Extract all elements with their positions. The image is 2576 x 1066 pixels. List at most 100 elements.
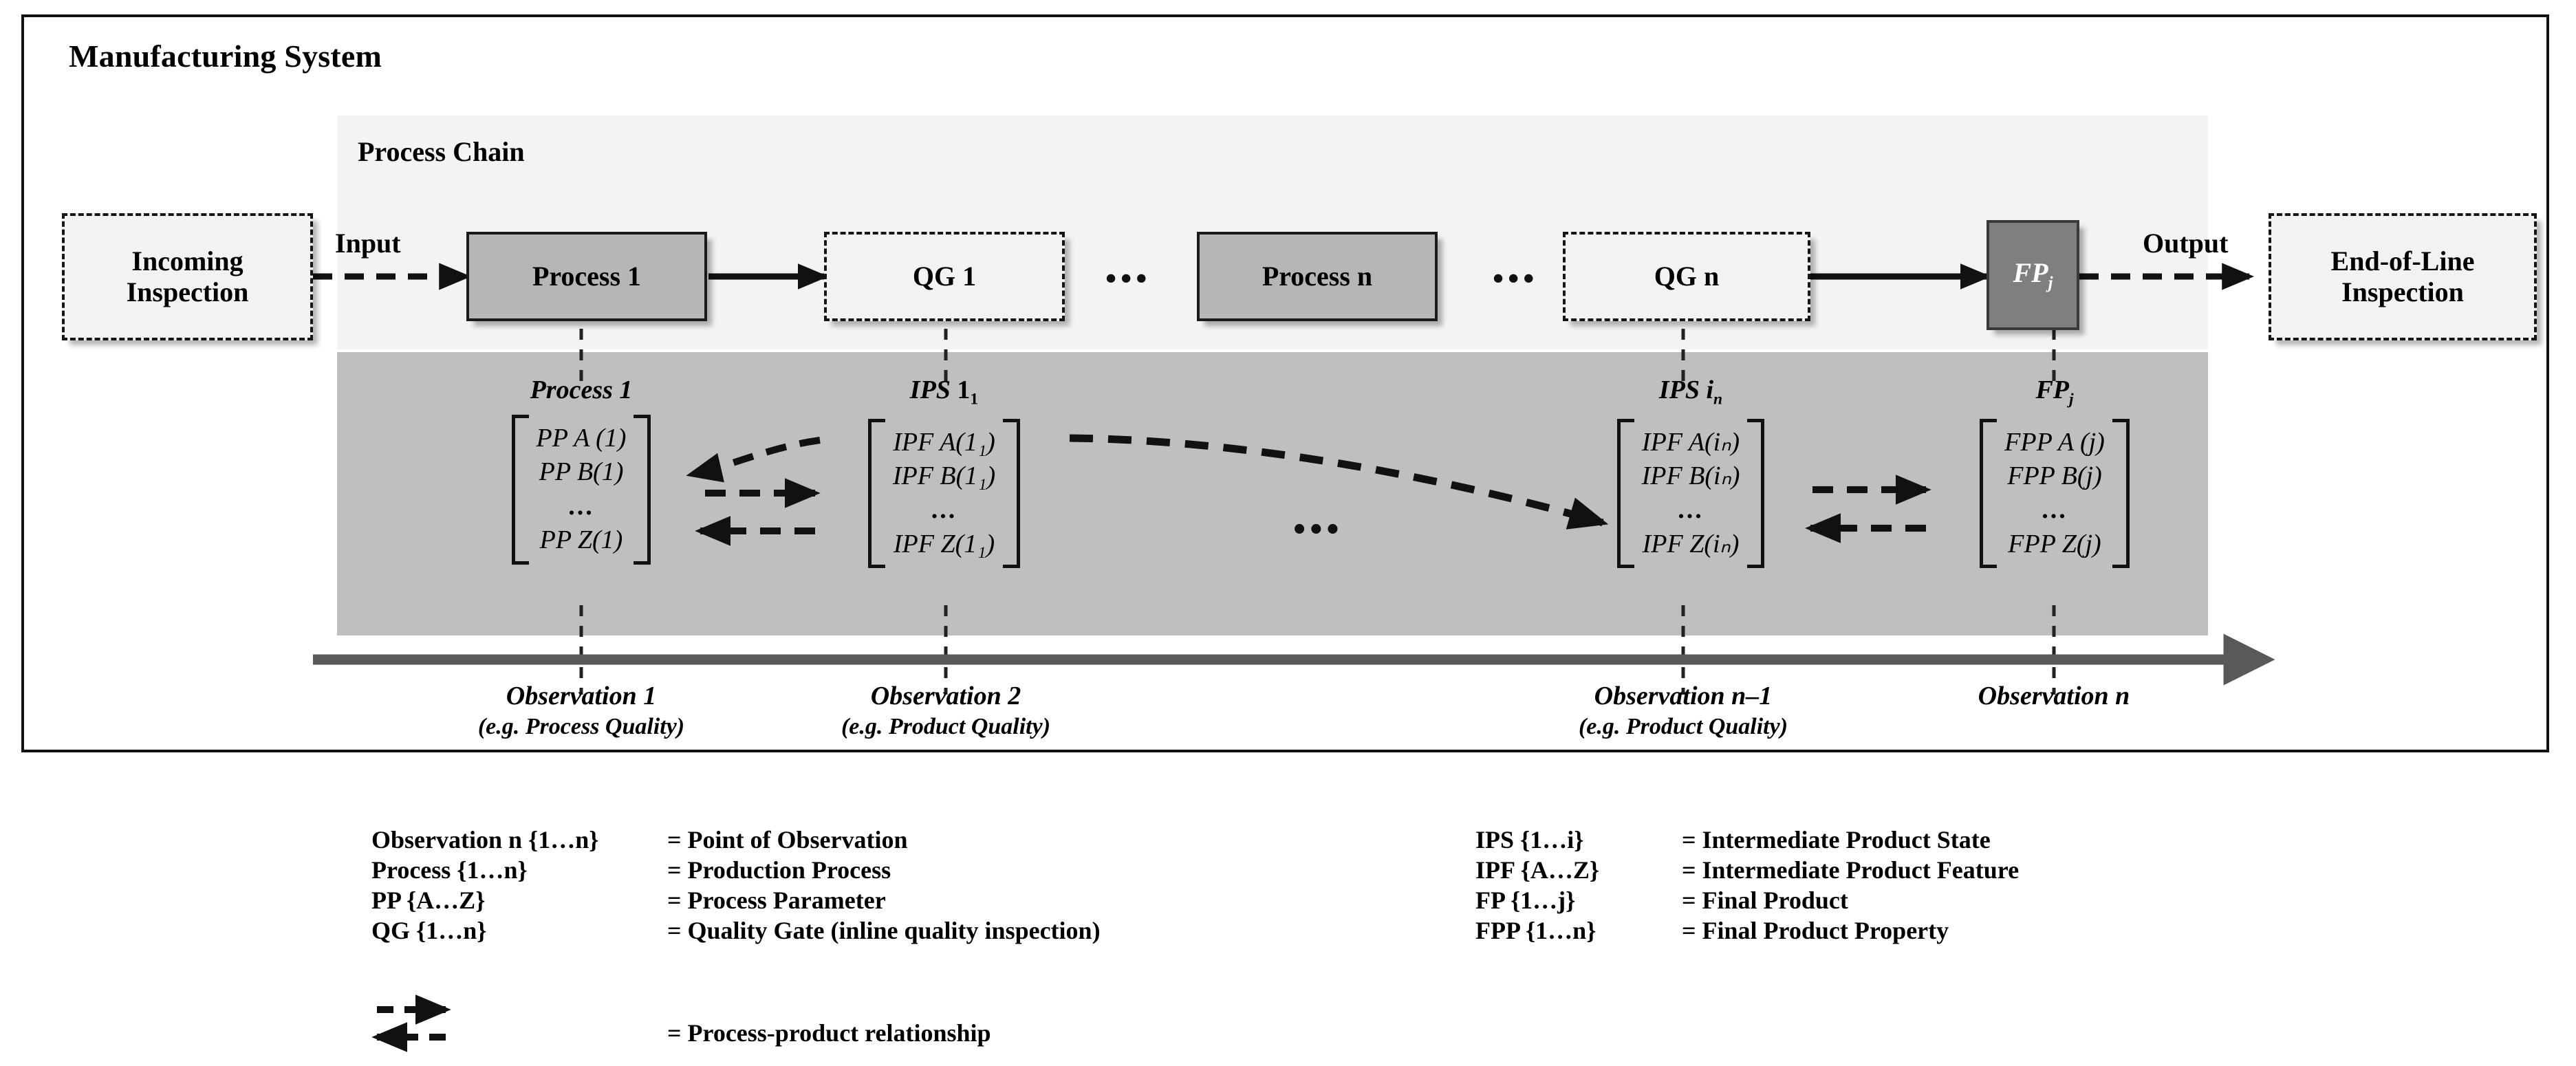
legend-value: = Process-product relationship xyxy=(667,1019,991,1047)
legend-item: FPP {1…n} = Final Product Property xyxy=(1475,916,2019,946)
end-of-line-line1: End-of-Line xyxy=(2330,245,2475,276)
ips-1-matrix-title-main: IPS xyxy=(909,376,951,404)
matrix-center-ellipsis: ••• xyxy=(1293,510,1343,549)
observation-1-caption: Observation 1 (e.g. Process Quality) xyxy=(416,681,746,740)
qg-n-box[interactable]: QG n xyxy=(1563,232,1810,321)
end-of-line-inspection-box[interactable]: End-of-Line Inspection xyxy=(2269,213,2537,340)
observation-n-1-example: (e.g. Product Quality) xyxy=(1578,714,1788,739)
legend-item: IPS {1…i} = Intermediate Product State xyxy=(1475,825,2019,856)
matrix-row: PP A (1) xyxy=(536,424,627,453)
legend-value: = Process Parameter xyxy=(667,886,886,914)
process-1-label: Process 1 xyxy=(532,260,642,292)
legend-value: = Quality Gate (inline quality inspectio… xyxy=(667,917,1101,944)
legend-item: PP {A…Z} = Process Parameter xyxy=(371,886,1101,916)
ips-in-matrix: IPF A(iₙ) IPF B(iₙ) ... IPF Z(iₙ) xyxy=(1616,418,1765,569)
legend-key: QG {1…n} xyxy=(371,917,487,944)
matrix-row: FPP B(j) xyxy=(2007,461,2102,490)
legend-item: Process {1…n} = Production Process xyxy=(371,856,1101,886)
incoming-inspection-box[interactable]: Incoming Inspection xyxy=(62,213,313,340)
fp-j-matrix: FPP A (j) FPP B(j) ... FPP Z(j) xyxy=(1980,418,2130,569)
process-1-box[interactable]: Process 1 xyxy=(466,232,707,321)
legend-value: = Final Product xyxy=(1682,886,1848,914)
process-n-box[interactable]: Process n xyxy=(1197,232,1438,321)
legend-value: = Point of Observation xyxy=(667,826,908,853)
process-1-matrix-title-index: 1 xyxy=(619,376,633,404)
ips-in-matrix-group: IPS in IPF A(iₙ) IPF B(iₙ) ... IPF Z(iₙ) xyxy=(1574,375,1808,568)
ips-1-matrix: IPF A(1₁) IPF B(1₁) ... IPF Z(1₁) xyxy=(867,418,1021,569)
manufacturing-system-title: Manufacturing System xyxy=(69,39,382,74)
legend-item: = Process-product relationship xyxy=(371,1006,991,1047)
matrix-row: IPF A(1₁) xyxy=(893,427,995,457)
legend-key: Process {1…n} xyxy=(371,856,528,884)
legend-value: = Production Process xyxy=(667,856,891,884)
qg-1-box[interactable]: QG 1 xyxy=(824,232,1065,321)
legend-relationship-row: = Process-product relationship xyxy=(371,1006,991,1047)
matrix-row: FPP A (j) xyxy=(2004,427,2105,457)
matrix-row-ellipsis: ... xyxy=(2042,495,2068,525)
ips-in-matrix-title-main: IPS xyxy=(1658,376,1700,404)
process-1-matrix: PP A (1) PP B(1) ... PP Z(1) xyxy=(511,415,651,565)
process-1-matrix-group: Process 1 PP A (1) PP B(1) ... PP Z(1) xyxy=(440,375,722,565)
input-label: Input xyxy=(335,228,401,259)
legend-right-column: IPS {1…i} = Intermediate Product State I… xyxy=(1475,825,2019,946)
fp-j-label: FP xyxy=(2013,257,2048,288)
fp-j-box[interactable]: FPj xyxy=(1987,220,2079,330)
observation-n-name: Observation n xyxy=(1978,682,2130,710)
ips-1-matrix-title-sub: 1 xyxy=(970,390,979,409)
ips-1-matrix-title: IPS 11 xyxy=(815,375,1073,409)
end-of-line-line2: Inspection xyxy=(2341,276,2464,307)
observation-n-1-caption: Observation n–1 (e.g. Product Quality) xyxy=(1518,681,1848,740)
matrix-row-ellipsis: ... xyxy=(1678,495,1704,525)
observation-n-1-name: Observation n–1 xyxy=(1594,682,1773,710)
fp-j-matrix-title-main: FP xyxy=(2035,376,2069,404)
matrix-row-ellipsis: ... xyxy=(931,495,957,525)
fp-j-matrix-title: FPj xyxy=(1941,375,2168,409)
legend-key: FP {1…j} xyxy=(1475,886,1576,914)
qg-n-label: QG n xyxy=(1654,260,1720,292)
legend-item: Observation n {1…n} = Point of Observati… xyxy=(371,825,1101,856)
legend-value: = Intermediate Product State xyxy=(1682,826,1991,853)
ips-in-matrix-title-sub: n xyxy=(1713,390,1723,409)
matrix-row-ellipsis: ... xyxy=(568,491,594,521)
ips-in-matrix-title: IPS in xyxy=(1574,375,1808,409)
chain-ellipsis-1: ••• xyxy=(1105,261,1151,296)
matrix-row: FPP Z(j) xyxy=(2008,529,2101,558)
legend-item: QG {1…n} = Quality Gate (inline quality … xyxy=(371,916,1101,946)
observation-1-example: (e.g. Process Quality) xyxy=(477,714,685,739)
observation-2-caption: Observation 2 (e.g. Product Quality) xyxy=(781,681,1111,740)
ips-in-matrix-title-index: i xyxy=(1706,376,1714,404)
matrix-row: IPF B(1₁) xyxy=(892,461,996,490)
legend-left-column: Observation n {1…n} = Point of Observati… xyxy=(371,825,1101,946)
legend-item: IPF {A…Z} = Intermediate Product Feature xyxy=(1475,856,2019,886)
legend-value: = Final Product Property xyxy=(1682,917,1949,944)
observation-2-example: (e.g. Product Quality) xyxy=(841,714,1051,739)
matrix-row: PP Z(1) xyxy=(539,525,623,555)
ips-1-matrix-title-index: 1 xyxy=(957,376,971,404)
legend-key: FPP {1…n} xyxy=(1475,917,1597,944)
process-chain-title: Process Chain xyxy=(358,136,525,167)
matrix-row: IPF B(iₙ) xyxy=(1641,461,1740,490)
qg-1-label: QG 1 xyxy=(912,260,977,292)
observation-2-name: Observation 2 xyxy=(870,682,1021,710)
matrix-row: IPF Z(iₙ) xyxy=(1642,529,1740,558)
incoming-inspection-line2: Inspection xyxy=(126,276,249,307)
process-1-matrix-title-main: Process xyxy=(530,376,613,404)
process-1-matrix-title: Process 1 xyxy=(440,375,722,405)
observation-1-name: Observation 1 xyxy=(506,682,657,710)
legend-value: = Intermediate Product Feature xyxy=(1682,856,2020,884)
legend-key: Observation n {1…n} xyxy=(371,826,599,853)
fp-j-matrix-group: FPj FPP A (j) FPP B(j) ... FPP Z(j) xyxy=(1941,375,2168,568)
legend-key: IPF {A…Z} xyxy=(1475,856,1600,884)
matrix-row: PP B(1) xyxy=(539,457,624,487)
fp-j-matrix-title-sub: j xyxy=(2069,390,2074,409)
incoming-inspection-line1: Incoming xyxy=(131,245,243,276)
matrix-row: IPF A(iₙ) xyxy=(1641,427,1740,457)
legend-key: IPS {1…i} xyxy=(1475,826,1584,853)
ips-1-matrix-group: IPS 11 IPF A(1₁) IPF B(1₁) ... IPF Z(1₁) xyxy=(815,375,1073,568)
chain-ellipsis-2: ••• xyxy=(1493,261,1539,296)
legend-key: PP {A…Z} xyxy=(371,886,486,914)
observation-n-caption: Observation n xyxy=(1889,681,2219,714)
matrix-row: IPF Z(1₁) xyxy=(893,529,995,558)
output-label: Output xyxy=(2143,228,2229,259)
